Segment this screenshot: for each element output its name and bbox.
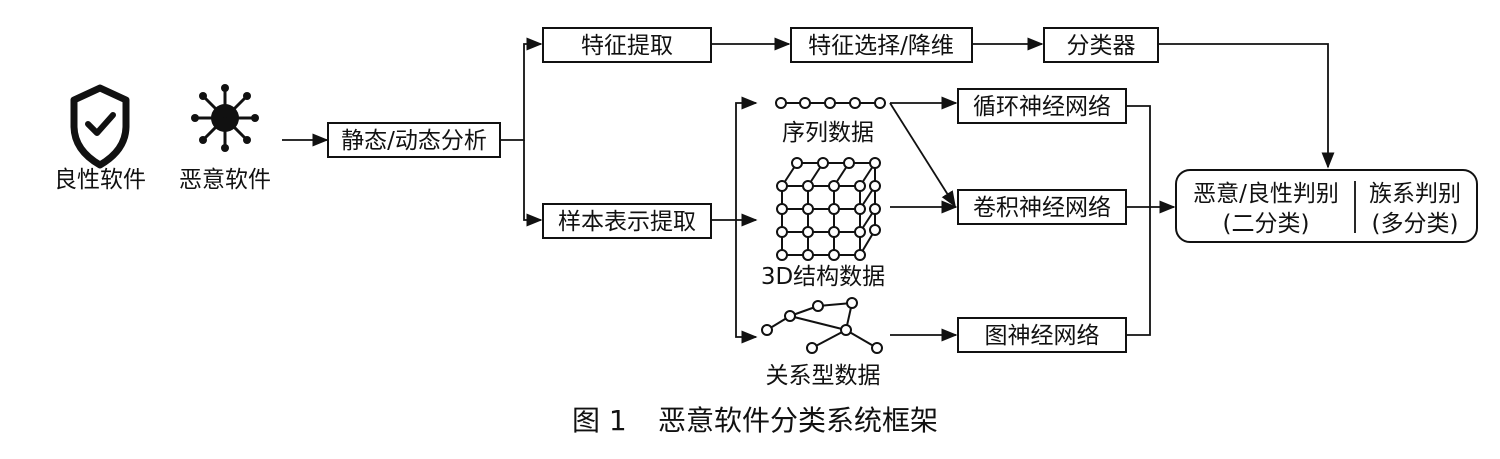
binary-classification-label: 恶意/良性判别: [1193, 181, 1339, 207]
rnn-label: 循环神经网络: [973, 94, 1111, 120]
output-box: [1175, 169, 1478, 243]
feature-select-label: 特征选择/降维: [808, 33, 954, 59]
benign-software-label: 良性软件: [54, 167, 146, 193]
analysis-box: [327, 122, 501, 158]
3d-structure-data-label: 3D结构数据: [761, 264, 885, 290]
family-classification-label: 族系判别: [1369, 181, 1461, 207]
feature-select-box: [790, 27, 973, 63]
arrow-sequence-to-cnn: [889, 102, 956, 208]
arrow-to-sequence-data: [735, 96, 758, 220]
gnn-label: 图神经网络: [985, 323, 1100, 349]
sample-repr-label: 样本表示提取: [558, 209, 696, 235]
rnn-box: [957, 88, 1127, 124]
figure-number: 图 1: [572, 404, 627, 437]
arrow-to-relational-data: [735, 220, 758, 344]
feature-extract-box: [542, 27, 712, 63]
sample-repr-box: [542, 203, 712, 239]
network-merge-line: [1126, 105, 1151, 336]
feature-extract-label: 特征提取: [581, 33, 673, 59]
arrow-analysis-to-sample-repr: [523, 140, 543, 227]
cnn-label: 卷积神经网络: [973, 195, 1111, 221]
sequence-data-icon: [775, 97, 886, 109]
binary-classification-sublabel: (二分类): [1223, 211, 1310, 237]
relational-data-icon: [761, 297, 883, 354]
family-classification-sublabel: (多分类): [1372, 211, 1459, 237]
gnn-box: [957, 317, 1127, 353]
classifier-label: 分类器: [1067, 33, 1136, 59]
relational-data-label: 关系型数据: [766, 363, 881, 389]
figure-title: 恶意软件分类系统框架: [658, 404, 938, 437]
classifier-box: [1043, 27, 1159, 63]
shield-check-icon: [70, 84, 130, 169]
virus-icon: [191, 84, 259, 152]
3d-structure-data-icon: [776, 157, 881, 261]
analysis-label: 静态/动态分析: [341, 128, 487, 154]
arrow-analysis-to-feature-extract: [500, 37, 543, 141]
arrow-classifier-to-output: [1158, 43, 1335, 169]
sequence-data-label: 序列数据: [782, 120, 874, 146]
malware-label: 恶意软件: [179, 167, 271, 193]
